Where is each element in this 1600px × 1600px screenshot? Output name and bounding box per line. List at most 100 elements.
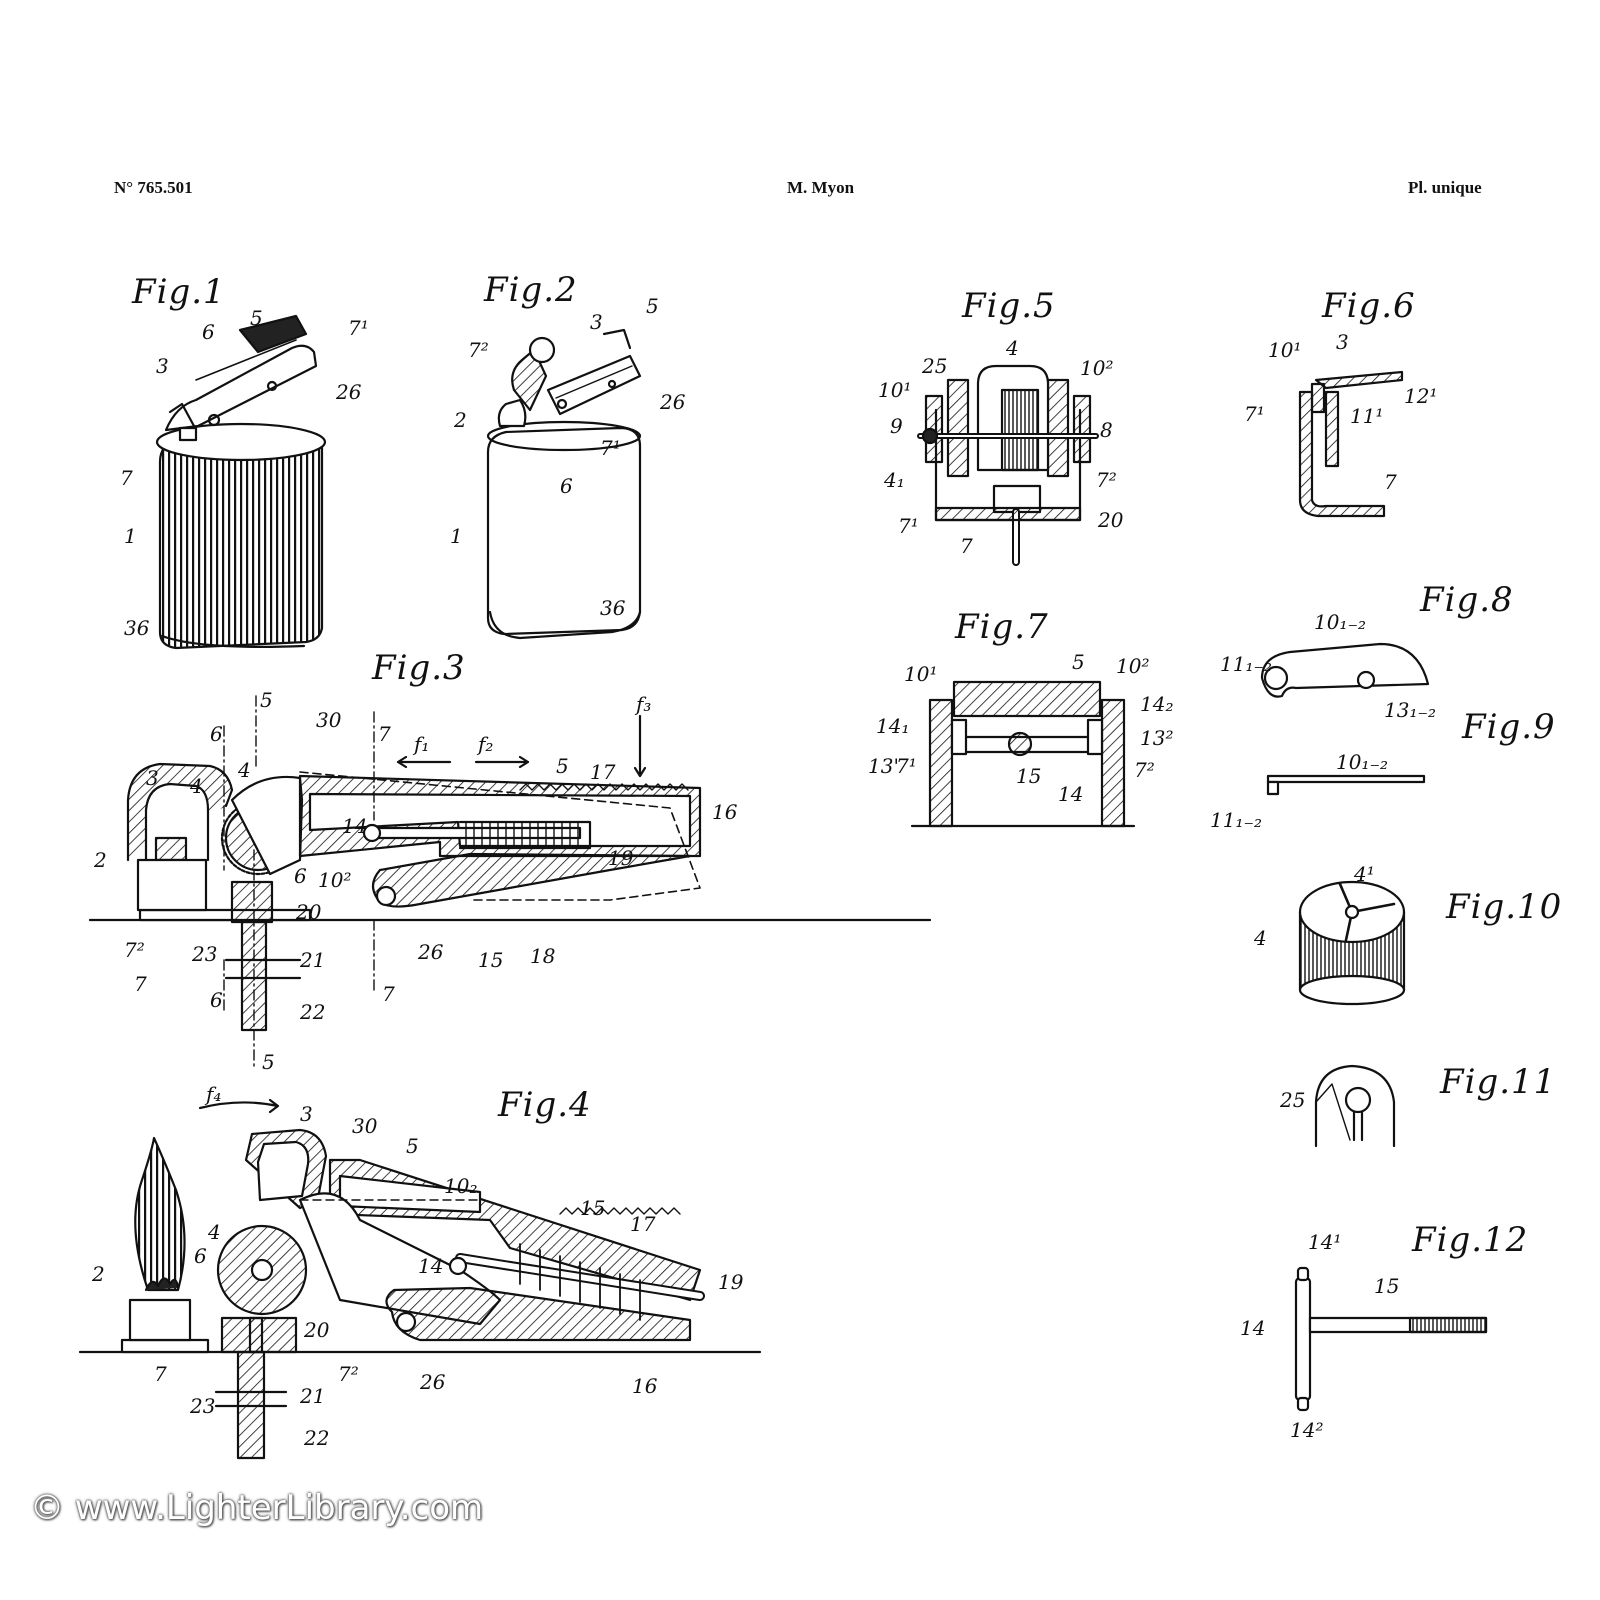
fig12-label: 14²: [1290, 1418, 1324, 1442]
fig7-label: 7²: [1134, 758, 1155, 782]
fig7-label: 10²: [1116, 654, 1150, 678]
fig3-label: 7: [378, 722, 391, 746]
fig4-title: Fig.4: [498, 1085, 592, 1125]
fig3-label: 7: [382, 982, 395, 1006]
inventor-name: M. Myon: [787, 178, 855, 197]
fig3-label: 15: [478, 948, 504, 972]
fig7-label: 10¹: [904, 662, 938, 686]
fig1-label: 1: [124, 524, 137, 548]
fig4-label: 26: [420, 1370, 446, 1394]
fig12-drawing: [1294, 1266, 1488, 1412]
fig7-label: 13²: [1140, 726, 1174, 750]
fig6-label: 3: [1336, 330, 1349, 354]
fig2-label: 6: [560, 474, 573, 498]
fig12-label: 15: [1374, 1274, 1400, 1298]
fig1-title: Fig.1: [132, 272, 226, 312]
fig7-label: 7¹: [896, 754, 917, 778]
fig3-label: 14: [342, 814, 368, 838]
fig3-label: 22: [300, 1000, 326, 1024]
fig7-label: 13': [868, 754, 899, 778]
fig5-label: 25: [922, 354, 948, 378]
fig2-label: 5: [646, 294, 659, 318]
fig8-label: 13₁₋₂: [1384, 698, 1437, 722]
fig1-label: 6: [202, 320, 215, 344]
fig7-label: 5: [1072, 650, 1085, 674]
fig6-label: 12¹: [1404, 384, 1438, 408]
fig2-drawing: [486, 328, 642, 640]
fig4-label: 17: [630, 1212, 656, 1236]
fig4-label: 7: [154, 1362, 167, 1386]
fig3-label: 16: [712, 800, 738, 824]
fig2-label: 7²: [468, 338, 489, 362]
watermark: © www.LighterLibrary.com: [30, 1488, 484, 1528]
fig4-label: 21: [300, 1384, 326, 1408]
fig1-label: 7: [120, 466, 133, 490]
fig4-label: 15: [580, 1196, 606, 1220]
fig4-label: 2: [92, 1262, 105, 1286]
patent-number: N° 765.501: [114, 178, 193, 197]
fig6-label: 11¹: [1350, 404, 1384, 428]
fig3-label: 3: [146, 766, 159, 790]
fig3-label: 20: [296, 900, 322, 924]
fig12-label: 14: [1240, 1316, 1266, 1340]
fig3-label: 2: [94, 848, 107, 872]
fig9-title: Fig.9: [1462, 707, 1556, 747]
fig5-label: 9: [890, 414, 903, 438]
fig7-label: 14: [1058, 782, 1084, 806]
fig3-label: 19: [608, 846, 634, 870]
fig11-drawing: [1314, 1064, 1396, 1148]
fig4-label: f₄: [206, 1082, 222, 1106]
fig6-title: Fig.6: [1322, 286, 1416, 326]
fig10-label: 4¹: [1354, 862, 1375, 886]
fig3-label: f₃: [636, 692, 652, 716]
fig4-label: 5: [406, 1134, 419, 1158]
fig11-label: 25: [1280, 1088, 1306, 1112]
fig2-label: 2: [454, 408, 467, 432]
fig9-label: 10₁₋₂: [1336, 750, 1389, 774]
fig12-label: 14¹: [1308, 1230, 1342, 1254]
fig4-label: 3: [300, 1102, 313, 1126]
fig8-title: Fig.8: [1420, 580, 1514, 620]
fig6-label: 7: [1384, 470, 1397, 494]
fig3-label: 17: [590, 760, 616, 784]
fig4-label: 14: [418, 1254, 444, 1278]
fig4-label: 6: [194, 1244, 207, 1268]
fig3-label: 5: [262, 1050, 275, 1074]
fig1-label: 26: [336, 380, 362, 404]
fig3-label: 10²: [318, 868, 352, 892]
fig7-drawing: [910, 680, 1136, 828]
fig3-label: 7²: [124, 938, 145, 962]
fig1-label: 36: [124, 616, 150, 640]
fig3-label: 21: [300, 948, 326, 972]
fig4-label: 4: [208, 1220, 221, 1244]
fig4-label: 23: [190, 1394, 216, 1418]
fig1-label: 7¹: [348, 316, 369, 340]
fig11-title: Fig.11: [1440, 1062, 1557, 1102]
fig3-drawing: [88, 695, 932, 1071]
fig4-label: 19: [718, 1270, 744, 1294]
fig3-label: 4: [238, 758, 251, 782]
fig10-label: 4: [1254, 926, 1267, 950]
fig3-label: 6: [294, 864, 307, 888]
fig3-label: 6: [210, 988, 223, 1012]
fig4-label: 22: [304, 1426, 330, 1450]
fig4-drawing: [78, 1098, 762, 1460]
fig4-label: 16: [632, 1374, 658, 1398]
fig5-label: 20: [1098, 508, 1124, 532]
fig3-label: 5: [260, 688, 273, 712]
fig5-label: 4: [1006, 336, 1019, 360]
fig7-label: 14₂: [1140, 692, 1174, 716]
fig9-label: 11₁₋₂: [1210, 808, 1263, 832]
fig1-label: 3: [156, 354, 169, 378]
fig2-label: 26: [660, 390, 686, 414]
fig1-label: 5: [250, 306, 263, 330]
fig5-label: 10²: [1080, 356, 1114, 380]
fig4-label: 20: [304, 1318, 330, 1342]
fig3-label: 30: [316, 708, 342, 732]
fig12-title: Fig.12: [1412, 1220, 1529, 1260]
fig3-label: 23: [192, 942, 218, 966]
fig5-drawing: [917, 364, 1099, 566]
fig4-label: 30: [352, 1114, 378, 1138]
fig3-label: 7: [134, 972, 147, 996]
